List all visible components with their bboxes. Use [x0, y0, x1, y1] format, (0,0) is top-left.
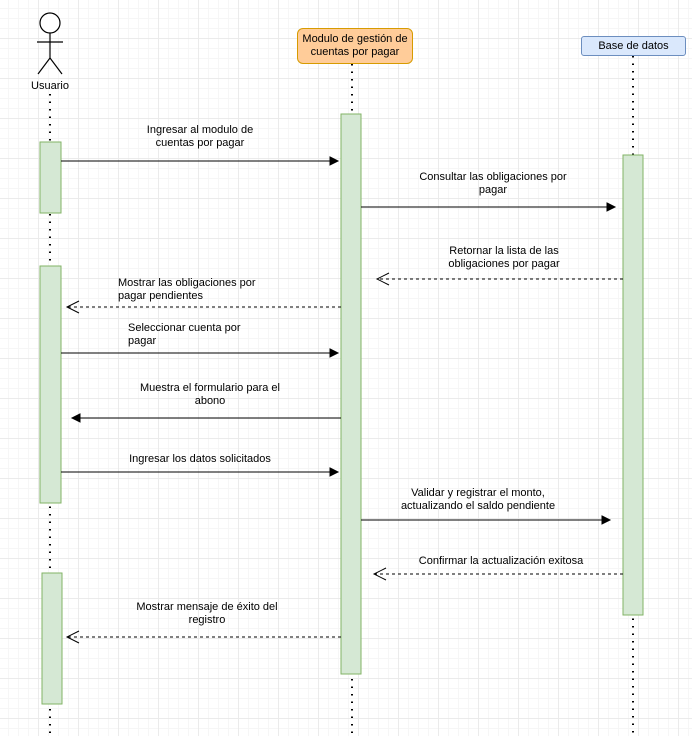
message-label-6: Muestra el formulario para el abono [115, 382, 305, 408]
message-label-10: Mostrar mensaje de éxito del registro [112, 601, 302, 627]
message-label-2: Consultar las obligaciones por pagar [393, 171, 593, 197]
participant-modulo[interactable]: Modulo de gestión de cuentas por pagar [297, 28, 413, 64]
arrowhead-8 [601, 515, 612, 525]
message-label-3: Retornar la lista de las obligaciones po… [414, 245, 594, 271]
activation-base-datos[interactable] [622, 154, 644, 616]
message-label-8-line1: Validar y registrar el monto, [411, 487, 545, 499]
message-label-1: Ingresar al modulo de cuentas por pagar [115, 124, 285, 150]
message-label-8: Validar y registrar el monto, actualizan… [368, 487, 588, 513]
message-label-5: Seleccionar cuenta por pagar [128, 322, 278, 348]
arrowhead-4 [65, 300, 80, 314]
arrowhead-9 [372, 567, 387, 581]
message-label-8-line2: actualizando el saldo pendiente [400, 500, 556, 512]
message-label-9: Confirmar la actualización exitosa [395, 555, 607, 568]
activation-usuario-1[interactable] [39, 141, 62, 214]
message-label-6-line2: abono [194, 395, 226, 407]
arrowhead-1 [329, 156, 340, 166]
message-label-4-line1: Mostrar las obligaciones por [118, 277, 256, 289]
arrowhead-6 [70, 413, 81, 423]
message-label-7: Ingresar los datos solicitados [100, 453, 300, 466]
message-label-3-line1: Retornar la lista de las [449, 245, 559, 257]
message-label-5-line1: Seleccionar cuenta por [128, 322, 241, 334]
message-label-9-line1: Confirmar la actualización exitosa [418, 555, 584, 567]
message-label-10-line2: registro [188, 614, 226, 626]
message-label-2-line2: pagar [478, 184, 508, 196]
message-label-5-line2: pagar [128, 335, 157, 347]
arrowhead-10 [65, 630, 80, 644]
participant-modulo-line1: Modulo de gestión de [302, 33, 408, 45]
message-label-2-line1: Consultar las obligaciones por [419, 171, 567, 183]
participant-modulo-line2: cuentas por pagar [310, 46, 400, 58]
arrowhead-2 [606, 202, 617, 212]
activation-usuario-3[interactable] [41, 572, 63, 705]
arrowhead-5 [329, 348, 340, 358]
arrowhead-3 [375, 272, 390, 286]
message-label-7-line1: Ingresar los datos solicitados [129, 453, 271, 465]
message-label-1-line1: Ingresar al modulo de [146, 124, 254, 136]
activation-usuario-2[interactable] [39, 265, 62, 504]
message-label-1-line2: cuentas por pagar [155, 137, 245, 149]
message-label-10-line1: Mostrar mensaje de éxito del [136, 601, 278, 613]
actor-usuario-icon[interactable] [37, 12, 63, 75]
participant-base-datos-label: Base de datos [598, 39, 669, 52]
message-label-3-line2: obligaciones por pagar [448, 258, 560, 270]
message-label-6-line1: Muestra el formulario para el [139, 382, 280, 394]
activation-modulo[interactable] [340, 113, 362, 675]
participant-base-datos[interactable]: Base de datos [581, 36, 686, 56]
arrowhead-7 [329, 467, 340, 477]
message-label-4-line2: pagar pendientes [118, 290, 204, 302]
message-label-4: Mostrar las obligaciones por pagar pendi… [118, 277, 298, 303]
participant-usuario-label: Usuario [31, 80, 69, 92]
